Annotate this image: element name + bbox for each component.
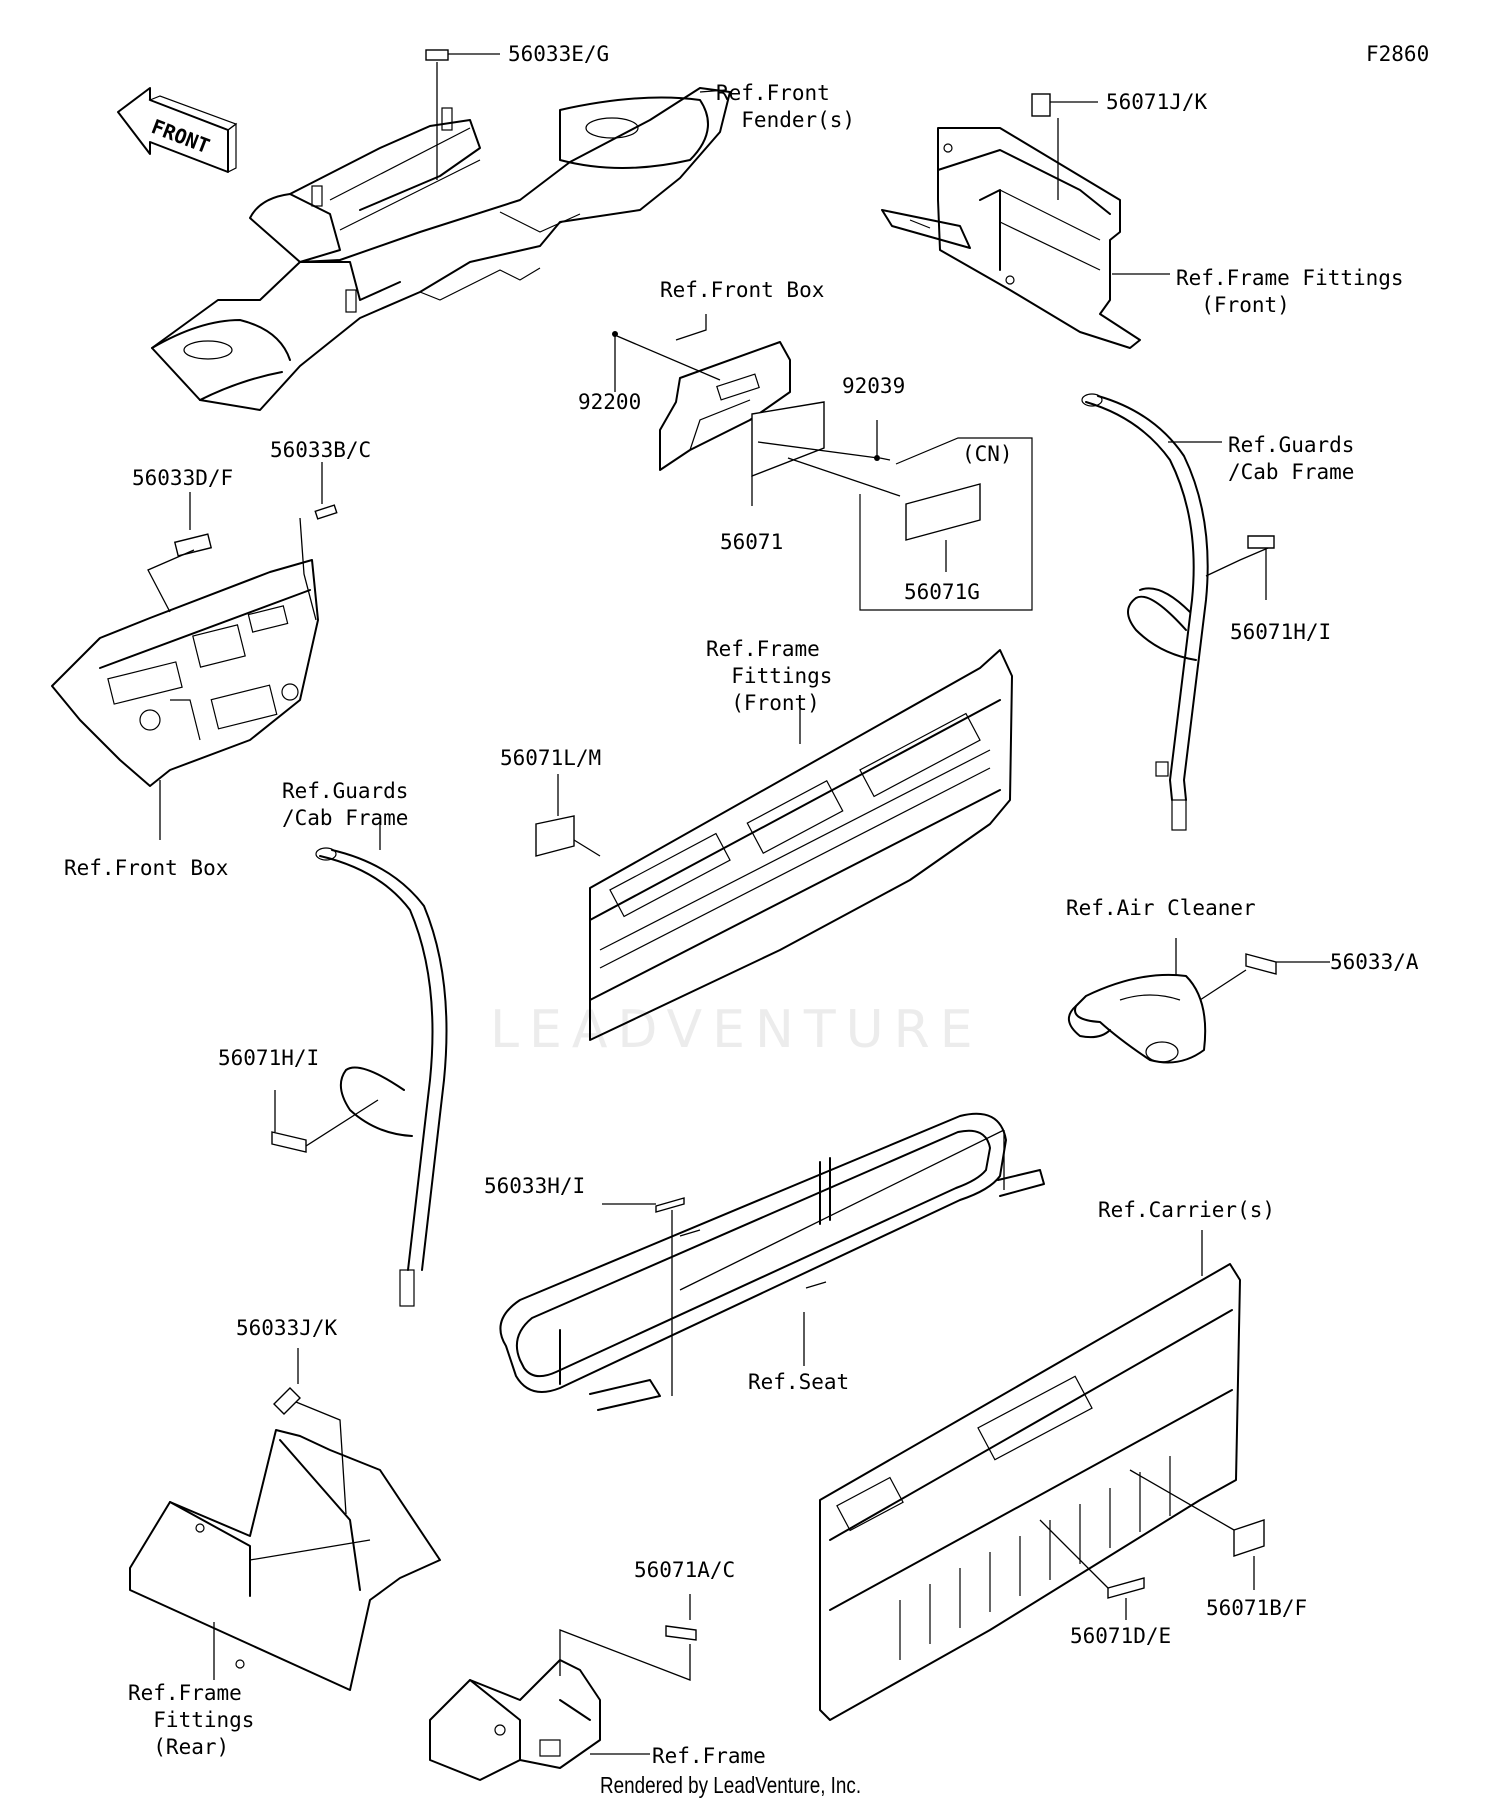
label-56071LM-plate [535,815,575,857]
callout-56071: 56071 [720,530,784,554]
label-56071DE-plate [1107,1577,1145,1599]
label-56033BC-plate [314,504,338,520]
callout-ref-frame-fittings-front-top: Ref.Frame Fittings (Front) [1176,266,1404,317]
label-56033A-plate [1245,953,1277,975]
callout-56071DE: 56071D/E [1070,1624,1172,1648]
watermark: LEADVENTURE [490,1000,983,1060]
callout-56071HI-right: 56071H/I [1230,620,1332,644]
callout-56033DF: 56033D/F [132,466,234,490]
label-56033EG-plate [425,49,449,61]
front-direction-arrow: FRONT [117,87,238,173]
label-56033DF-plate [173,533,213,557]
callout-ref-frame: Ref.Frame [652,1744,766,1768]
front-fender-assembly [151,87,731,411]
callout-56033A: 56033/A [1330,950,1419,974]
callout-ref-air-cleaner: Ref.Air Cleaner [1066,896,1256,920]
dashboard-front-box [51,559,319,787]
callout-ref-seat: Ref.Seat [748,1370,850,1394]
vehicle-frame [429,1659,601,1781]
frame-fittings-front-mid [589,649,1013,1041]
callout-ref-front-box-top: Ref.Front Box [660,278,825,302]
callout-56071JK: 56071J/K [1106,90,1208,114]
callout-56071HI-left: 56071H/I [218,1046,320,1070]
callout-ref-front-box-left: Ref.Front Box [64,856,229,880]
callout-56033BC: 56033B/C [270,438,372,462]
guard-cab-frame-left [315,822,448,1307]
figure-number: F2860 [1366,42,1430,66]
callout-56071LM: 56071L/M [500,746,602,770]
callout-56033JK: 56033J/K [236,1316,338,1340]
render-credit: Rendered by LeadVenture, Inc. [600,1772,862,1798]
cn-variant-box [859,437,1033,611]
callout-ref-frame-fittings-rear: Ref.Frame Fittings (Rear) [128,1681,255,1759]
guard-cab-frame-right [1081,393,1209,831]
callout-ref-frame-fittings-front-mid: Ref.Frame Fittings (Front) [706,637,833,715]
callout-92200: 92200 [578,390,642,414]
callout-cn: (CN) [962,442,1013,466]
label-56071-plate [751,401,825,478]
label-56071BF-plate [1233,1519,1265,1557]
callout-56033EG: 56033E/G [508,42,610,66]
callout-56071G: 56071G [904,580,980,604]
label-56033HI-plate [655,1197,685,1213]
callout-ref-guards-left: Ref.Guards /Cab Frame [282,779,409,830]
label-56033JK-plate [273,1387,301,1415]
seat-frame [499,1112,1045,1411]
callout-ref-front-fender: Ref.Front Fender(s) [716,81,856,132]
frame-fittings-rear [129,1429,441,1691]
label-56071AC-plate [665,1625,697,1641]
callout-ref-carrier: Ref.Carrier(s) [1098,1198,1276,1222]
air-cleaner [1068,973,1207,1064]
callout-ref-guards-right: Ref.Guards /Cab Frame [1228,433,1355,484]
carrier-bed [819,1263,1241,1721]
callout-56033HI: 56033H/I [484,1174,586,1198]
label-56071G-plate [905,483,981,541]
label-56071HI-left-plate [271,1131,307,1153]
label-56071HI-right-plate [1247,535,1275,549]
label-56071JK-plate [1031,93,1051,117]
callout-56071AC: 56071A/C [634,1558,736,1582]
frame-fittings-front-top [881,127,1141,349]
rivet-92200 [612,331,618,337]
callout-56071BF: 56071B/F [1206,1596,1308,1620]
callout-92039: 92039 [842,374,906,398]
front-box-panel [659,341,791,471]
